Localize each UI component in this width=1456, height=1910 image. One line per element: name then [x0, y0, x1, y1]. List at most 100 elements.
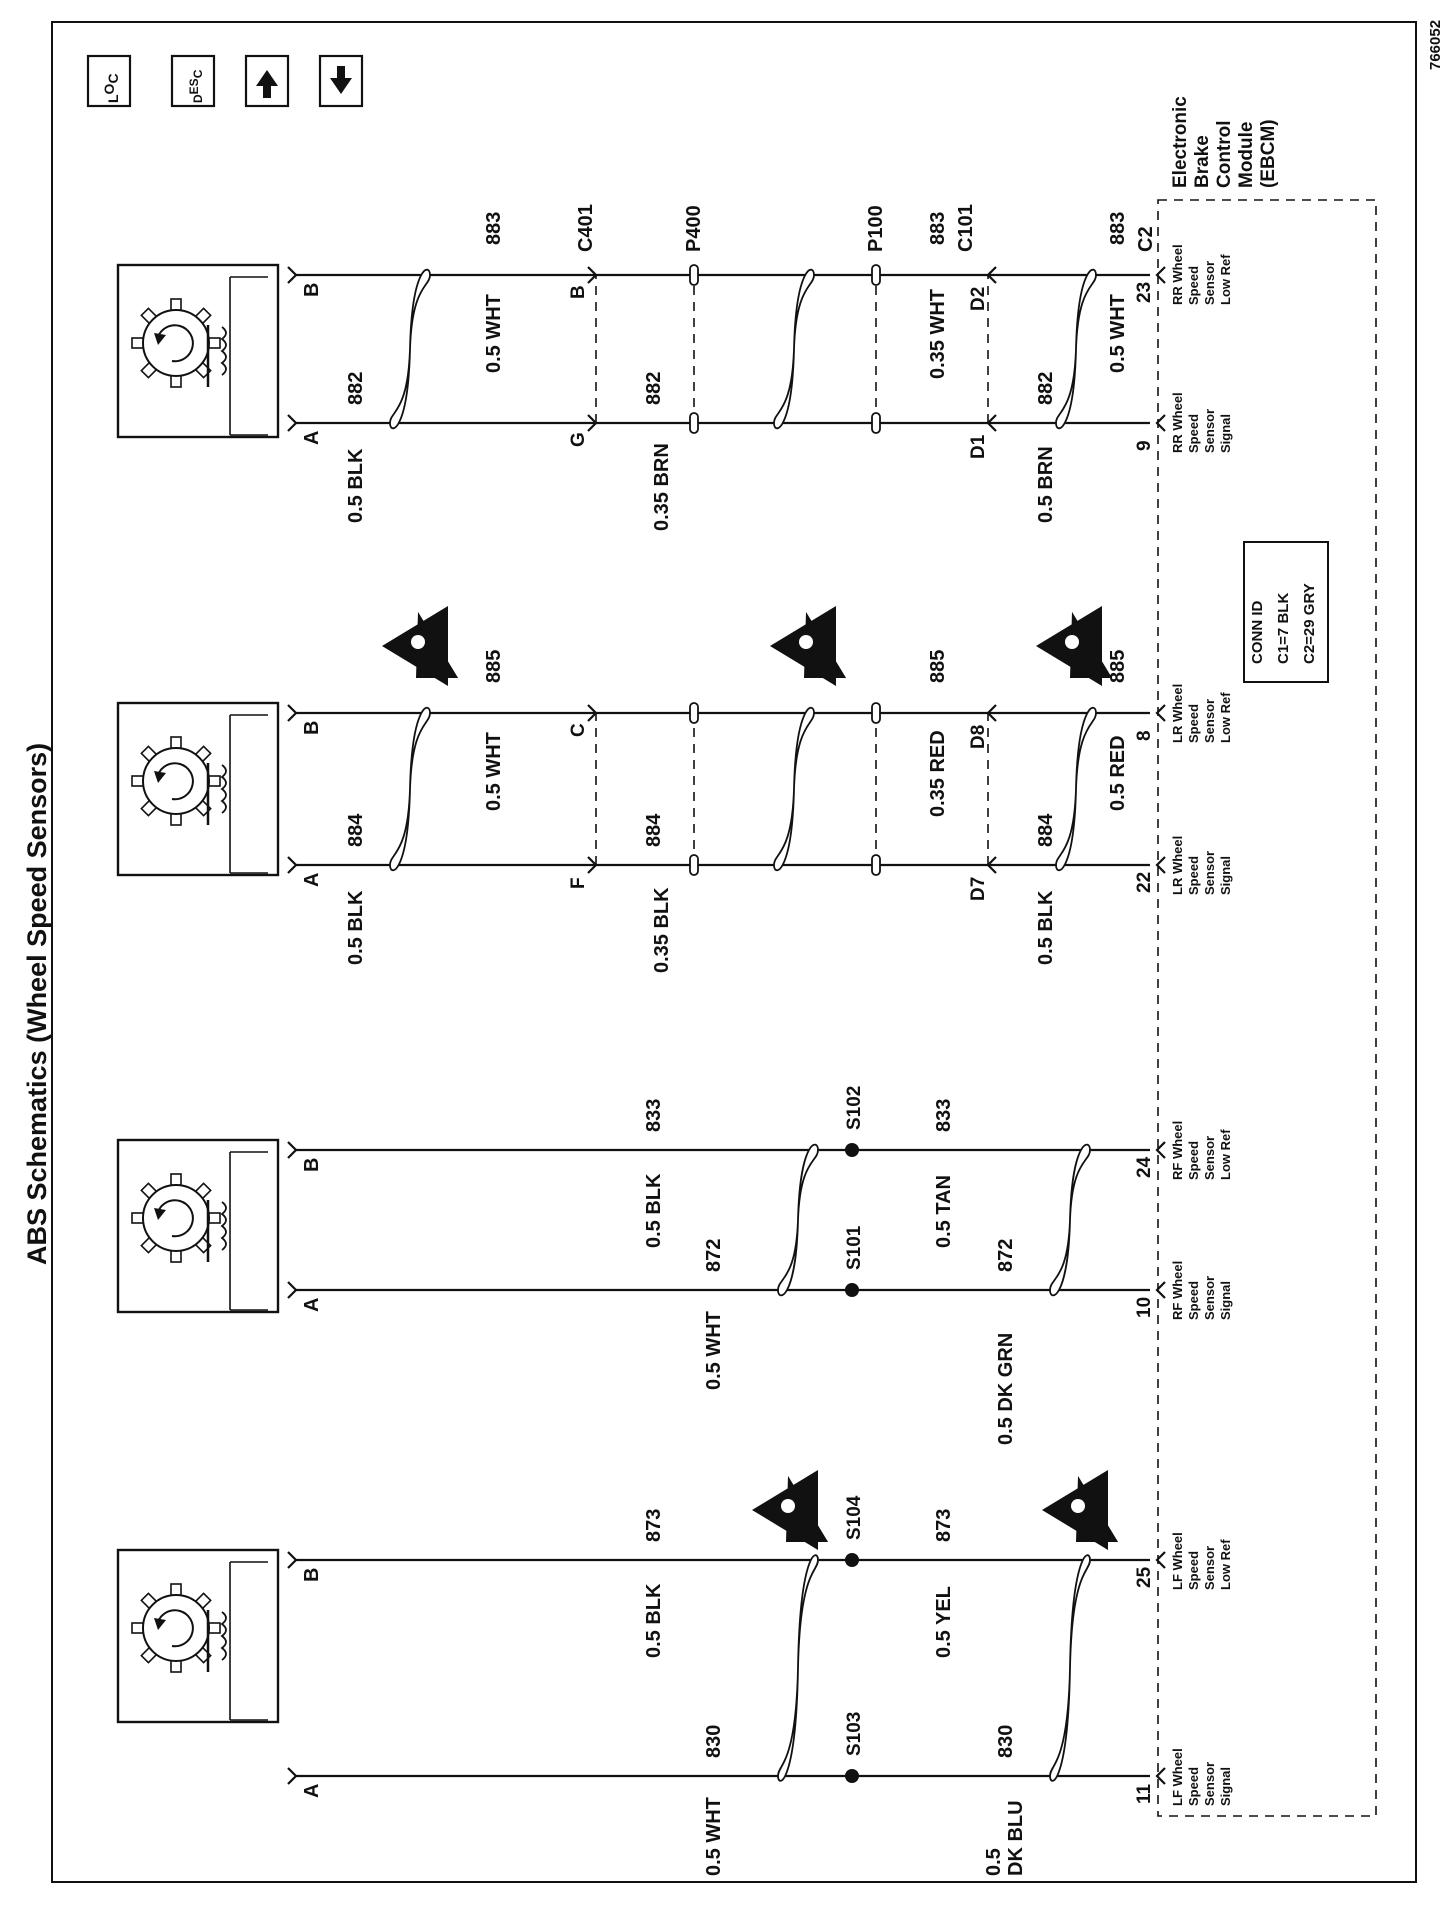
circuit-b-mid-label: 883: [927, 212, 949, 245]
wire-b-upper-label: 0.5 WHT: [483, 294, 505, 373]
ebcm-lowref-label-line: LF Wheel: [1170, 1532, 1185, 1590]
ebcm-signal-label-line: Sensor: [1202, 1762, 1217, 1806]
twisted-pair-upper: [389, 268, 431, 430]
sensor-coil-frame: [229, 714, 268, 874]
twist-shape: [1049, 1554, 1091, 1782]
p400-a-icon: [689, 854, 699, 876]
pin-a-connector-icon: [287, 1281, 298, 1299]
arrow-down-icon: [330, 66, 352, 94]
circuit-b-upper-label: 885: [483, 650, 505, 683]
page-down-button[interactable]: [318, 54, 364, 108]
twist-shape: [777, 1554, 819, 1782]
conn-id-title: CONN ID: [1249, 601, 1266, 665]
connector-c2-label: C2: [1135, 226, 1157, 252]
twist-shape: [773, 706, 815, 872]
circuit-a-upper-label: 884: [345, 813, 367, 847]
twist-shape: [1055, 268, 1097, 430]
sensor-coil-icon: [220, 326, 227, 376]
twist-shape: [1049, 1143, 1091, 1297]
sensor-coil-frame: [229, 1151, 268, 1311]
wire-a-upper-label: 0.5 BLK: [345, 890, 367, 965]
ebcm-pin-b-connector-icon: [1155, 1141, 1166, 1159]
splice-a-dot: [845, 1283, 859, 1297]
circuit-b-upper-label: 873: [643, 1509, 665, 1542]
page-border: [51, 21, 1417, 1883]
svg-text:DESC: DESC: [187, 69, 205, 103]
ebcm-signal-label-line: Signal: [1218, 856, 1233, 895]
ebcm-signal-label-line: Signal: [1218, 1767, 1233, 1806]
p100-b-icon: [871, 264, 881, 286]
pin-a-connector-icon: [287, 1767, 298, 1785]
pin-b-label: B: [301, 1568, 323, 1582]
wire-b-upper-label: 0.5 WHT: [483, 732, 505, 811]
desc-button[interactable]: DESC: [170, 54, 216, 108]
ebcm-signal-label-line: Signal: [1218, 414, 1233, 453]
wire-b-mid-label: 0.35 RED: [927, 730, 949, 817]
p400-b-icon: [689, 702, 699, 724]
c101-a-pin: D7: [968, 877, 989, 901]
wheel-speed-sensor-rf: [116, 1138, 280, 1314]
wire-a-lower-label: 0.5 DK GRN: [995, 1333, 1017, 1445]
ebcm-pin-a-connector-icon: [1155, 1767, 1166, 1785]
sensor-gear-icon: [131, 1173, 221, 1263]
c101-b-pin: D8: [968, 725, 989, 749]
pin-b-label: B: [301, 721, 323, 735]
twisted-pair-lower: [1055, 268, 1097, 430]
pin-b-label: B: [301, 283, 323, 297]
twisted-pair-lower: [1049, 1143, 1091, 1297]
connector-c401-label: C401: [575, 204, 597, 252]
ebcm-pin-b: 24: [1134, 1156, 1155, 1178]
c101-a-pin: D1: [968, 434, 989, 459]
splice-b-label: S102: [844, 1086, 865, 1130]
ebcm-pin-a: 9: [1134, 440, 1155, 451]
wire-a-lower-label: 0.5 BLK: [1035, 890, 1057, 965]
ebcm-pin-b: 25: [1134, 1566, 1155, 1588]
circuit-a-lower-label: 884: [1035, 813, 1057, 847]
ebcm-pin-a-connector-icon: [1155, 414, 1166, 432]
ebcm-signal-label-line: Speed: [1186, 1281, 1201, 1320]
circuit-b-lower-label: 885: [1107, 650, 1129, 683]
splice-b-dot: [845, 1143, 859, 1157]
page-up-button[interactable]: [244, 54, 290, 108]
splice-b-dot: [845, 1553, 859, 1567]
twisted-pair-upper: [777, 1554, 819, 1782]
twisted-pair-lower: [1049, 1554, 1091, 1782]
wheel-speed-sensor-lr: [116, 701, 280, 877]
ebcm-lowref-label-line: Speed: [1186, 266, 1201, 305]
ebcm-signal-label-line: Speed: [1186, 1767, 1201, 1806]
splice-a-label: S103: [844, 1712, 865, 1756]
p100-b-icon: [871, 702, 881, 724]
ebcm-signal-label-line: LR Wheel: [1170, 836, 1185, 895]
splice-a-dot: [845, 1769, 859, 1783]
c401-b-pin: B: [568, 285, 589, 299]
pin-b-connector-icon: [287, 1551, 298, 1569]
document-id: 766052: [1427, 20, 1444, 70]
loc-button[interactable]: LOC: [86, 54, 132, 108]
sensor-coil-icon: [220, 764, 227, 814]
ebcm-lowref-label-line: Low Ref: [1218, 692, 1233, 743]
connector-c101-label: C101: [955, 204, 977, 252]
c401-a-pin: G: [568, 432, 589, 447]
ebcm-pin-a-connector-icon: [1155, 1281, 1166, 1299]
circuit-b-upper-label: 833: [643, 1099, 665, 1132]
sensor-gear-icon: [131, 736, 221, 826]
wire-a-mid-label: 0.35 BRN: [651, 443, 673, 531]
pin-b-connector-icon: [287, 266, 298, 284]
wire-a-lower-label: 0.5 BRN: [1035, 446, 1057, 523]
circuit-a-lower-label: 882: [1035, 372, 1057, 405]
c401-b-pin: C: [568, 723, 589, 737]
splice-b-label: S104: [844, 1495, 865, 1540]
pin-a-connector-icon: [287, 414, 298, 432]
ebcm-signal-label-line: Speed: [1186, 414, 1201, 453]
wire-a-upper-label: 0.5 WHT: [703, 1311, 725, 1390]
sensor-coil-frame: [229, 1561, 268, 1721]
arrow-up-icon: [256, 70, 278, 98]
ebcm-signal-label-line: LF Wheel: [1170, 1748, 1185, 1806]
p100-a-icon: [871, 412, 881, 434]
